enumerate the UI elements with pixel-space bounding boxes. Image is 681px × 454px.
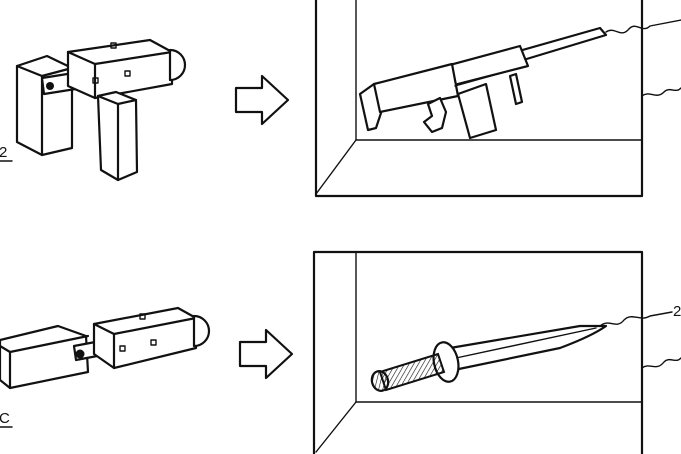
figure-ref-bottom: C: [0, 410, 10, 427]
connector-dot: [46, 82, 54, 90]
screen-frame-bottom: [312, 250, 644, 454]
lead-line-bottom-2: [641, 357, 681, 369]
screen-frame-top: [314, 0, 644, 198]
lead-line-top-2: [641, 87, 681, 97]
connector-dot-bottom: [75, 349, 85, 359]
lead-line-bottom-1: [599, 311, 673, 327]
rifle-graphic: [358, 26, 608, 140]
transform-arrow-bottom: [238, 328, 294, 380]
controller-gun-configuration: [15, 38, 187, 182]
lead-label-knife: 2: [673, 303, 681, 320]
transform-arrow-top: [234, 74, 290, 126]
controller-straight-configuration: [0, 306, 211, 390]
figure-ref-top: 2: [0, 144, 7, 161]
knife-graphic: [370, 324, 608, 392]
lead-line-top-1: [605, 19, 681, 34]
